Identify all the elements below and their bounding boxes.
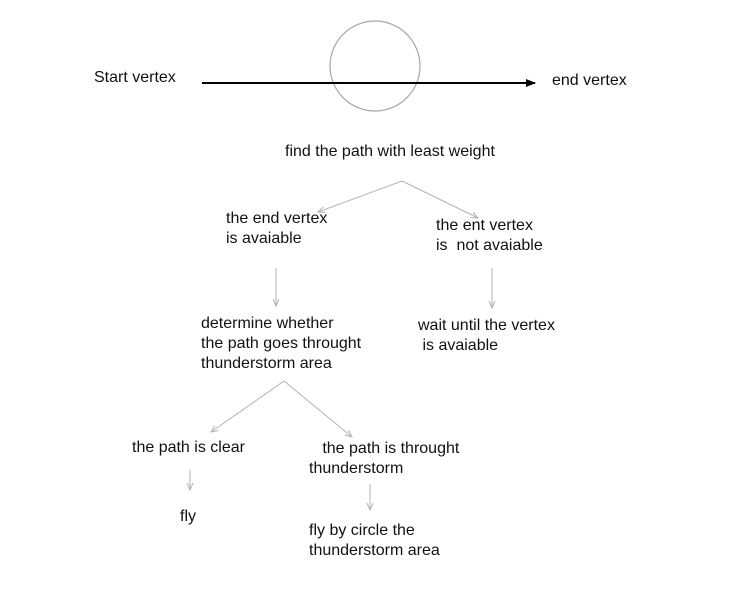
edge-determine-to-clear <box>211 380 285 432</box>
node-determine: determine whether the path goes throught… <box>201 315 362 372</box>
node-fly: fly <box>180 508 196 525</box>
edge-determine-to-through <box>283 380 352 437</box>
edge-root-to-not-available <box>401 180 478 218</box>
obstacle-circle <box>329 20 421 112</box>
node-fly-circle: fly by circle the thunderstorm area <box>309 522 440 559</box>
node-path-through: the path is throught thunderstorm <box>309 440 460 477</box>
edge-root-to-available <box>318 180 403 212</box>
node-wait: wait until the vertex is avaiable <box>418 317 555 354</box>
end-vertex-label: end vertex <box>552 72 627 89</box>
node-root: find the path with least weight <box>285 143 495 160</box>
node-end-available: the end vertex is avaiable <box>226 210 328 247</box>
start-vertex-label: Start vertex <box>94 69 176 86</box>
node-end-not-available: the ent vertex is not avaiable <box>436 217 543 254</box>
node-path-clear: the path is clear <box>132 439 245 456</box>
